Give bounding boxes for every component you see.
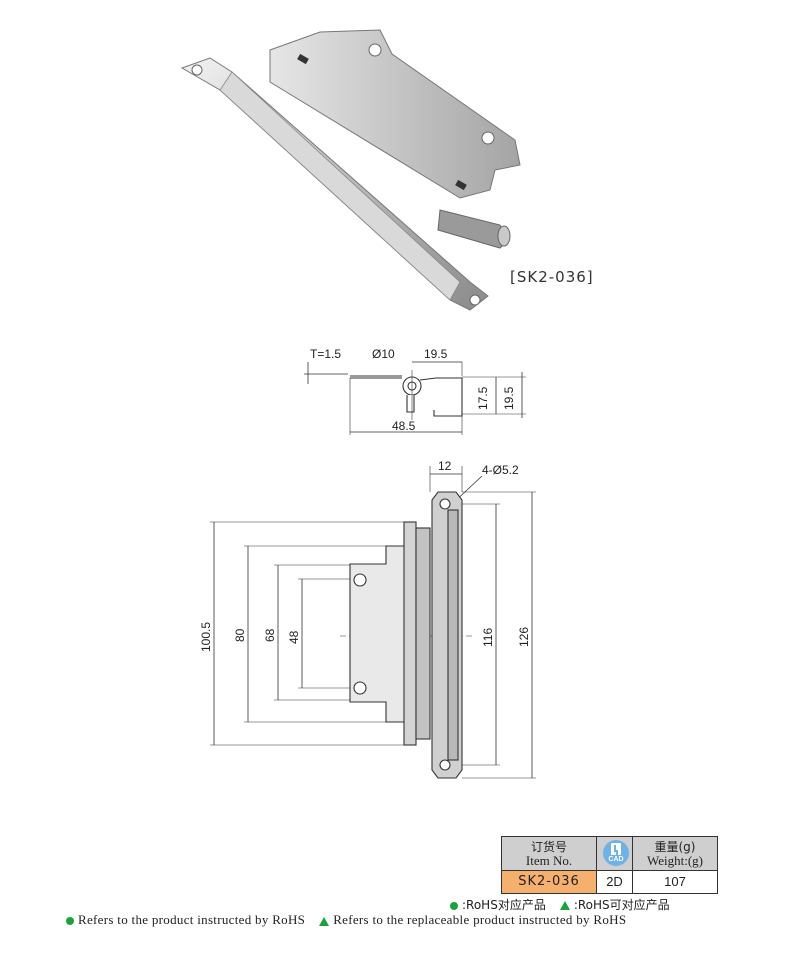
front-view-drawing: 12 4-Ø5.2 100.5 80 68 48 116 126 xyxy=(199,459,536,779)
dim-height-inner: 17.5 xyxy=(476,386,490,410)
channel-leaf-front xyxy=(431,491,463,779)
model-label: [SK2-036] xyxy=(510,268,594,286)
legend-en: Refers to the product instructed by RoHS… xyxy=(66,912,626,928)
dim-holes: 4-Ø5.2 xyxy=(482,463,519,477)
item-header-en: Item No. xyxy=(525,853,573,868)
cad-file-icon[interactable]: CAD xyxy=(603,840,629,866)
rohs-dot-icon xyxy=(450,901,458,910)
weight-header-en: Weight:(g) xyxy=(647,853,703,868)
side-view-drawing: T=1.5 Ø10 19.5 17.5 19.5 48.5 xyxy=(304,347,526,435)
weight-header: 重量(g) Weight:(g) xyxy=(633,837,717,871)
dim-100-5: 100.5 xyxy=(199,622,213,652)
legend-replaceable-en: Refers to the replaceable product instru… xyxy=(333,912,627,927)
rohs-dot-icon-en xyxy=(66,917,74,926)
plate-leaf xyxy=(269,29,521,199)
dim-width-top: 12 xyxy=(438,459,452,473)
replaceable-triangle-icon-en xyxy=(319,916,330,926)
dim-68: 68 xyxy=(263,628,277,642)
weight-header-zh: 重量(g) xyxy=(654,840,696,854)
knuckle-strip-front xyxy=(403,521,431,746)
item-value: SK2-036 xyxy=(502,871,597,893)
legend-rohs-en: Refers to the product instructed by RoHS xyxy=(78,912,306,927)
replaceable-triangle-icon xyxy=(559,901,570,910)
legend-zh: :RoHS对应产品 :RoHS可对应产品 xyxy=(450,896,670,913)
channel-leaf xyxy=(180,57,489,311)
cad-badge-label: CAD xyxy=(608,856,624,863)
product-photo xyxy=(180,29,521,311)
spec-table: 订货号 Item No. CAD 重量(g) Weight:(g) SK2-03… xyxy=(501,836,718,894)
dim-pin-diameter: Ø10 xyxy=(372,347,395,361)
legend-rohs-zh: :RoHS对应产品 xyxy=(462,898,546,912)
cad-header[interactable]: CAD xyxy=(597,837,633,871)
dim-height-outer: 19.5 xyxy=(502,386,516,410)
dim-total-width: 48.5 xyxy=(392,419,416,433)
dim-thickness: T=1.5 xyxy=(310,347,341,361)
item-header-zh: 订货号 xyxy=(530,840,567,854)
legend-replaceable-zh: :RoHS可对应产品 xyxy=(573,898,670,912)
hinge-knuckle xyxy=(437,209,511,249)
dim-126: 126 xyxy=(517,627,531,647)
item-header: 订货号 Item No. xyxy=(502,837,597,871)
dim-48: 48 xyxy=(287,630,301,644)
dim-116: 116 xyxy=(481,628,495,647)
cad-value[interactable]: 2D xyxy=(597,871,633,893)
weight-value: 107 xyxy=(664,874,686,889)
dim-80: 80 xyxy=(233,628,247,642)
dim-top-width: 19.5 xyxy=(424,347,448,361)
